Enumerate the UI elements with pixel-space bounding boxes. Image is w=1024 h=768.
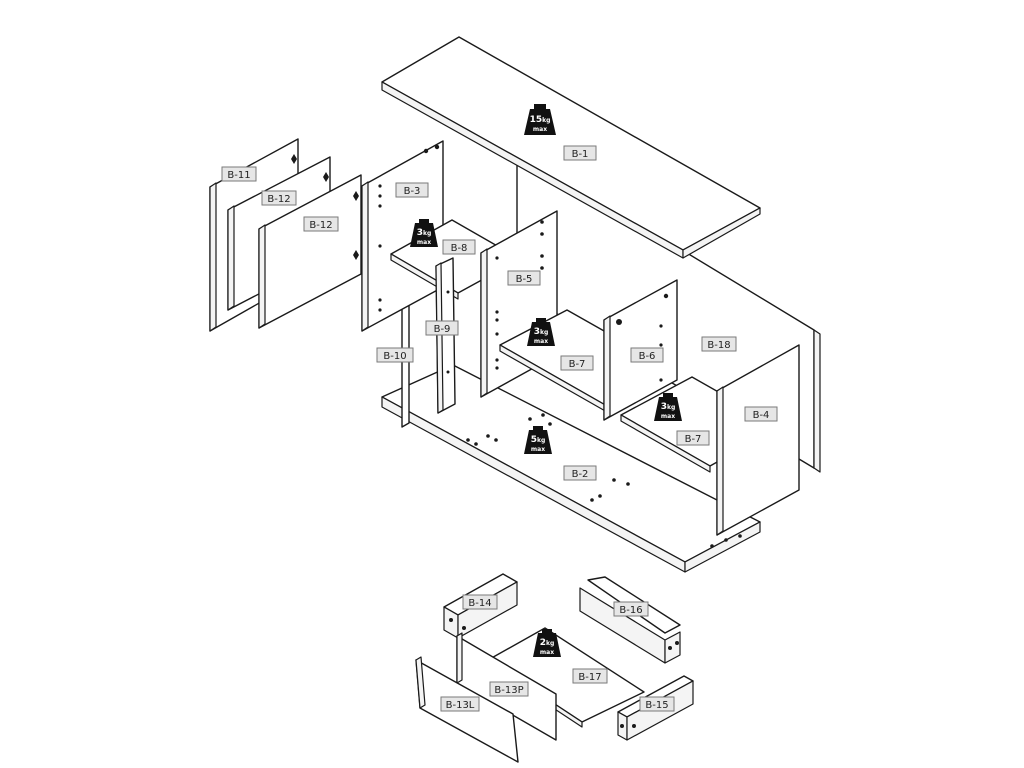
svg-text:max: max: [533, 126, 547, 133]
label-b7-left: B-7: [560, 355, 594, 371]
label-b13l: B-13L: [440, 696, 480, 712]
label-b8: B-8: [442, 239, 476, 255]
weight-limit-shelf-b7b-icon: 3kg max: [654, 393, 682, 421]
label-b14: B-14: [462, 594, 498, 610]
label-b11: B-11: [221, 166, 257, 182]
part-b4-right-side: [716, 344, 800, 536]
label-b16: B-16: [613, 601, 649, 617]
weight-limit-shelf-b7a-icon: 3kg max: [527, 318, 555, 346]
svg-text:max: max: [661, 413, 675, 420]
svg-text:max: max: [534, 338, 548, 345]
label-b10: B-10: [376, 347, 414, 363]
weight-limit-shelf-b8-icon: 3kg max: [410, 219, 438, 247]
svg-text:B-11: B-11: [227, 170, 250, 181]
label-b9: B-9: [425, 320, 459, 336]
svg-text:15kg: 15kg: [530, 115, 551, 125]
svg-text:max: max: [540, 649, 554, 656]
part-b12-door-b: [258, 174, 362, 329]
svg-text:5kg: 5kg: [531, 435, 546, 445]
label-b13p: B-13P: [489, 681, 529, 697]
svg-text:2kg: 2kg: [540, 638, 555, 648]
svg-text:B-13L: B-13L: [446, 700, 475, 711]
weight-limit-bottom-icon: 5kg max: [524, 426, 552, 454]
svg-text:B-6: B-6: [639, 351, 656, 362]
label-b6: B-6: [630, 347, 664, 363]
label-b1: B-1: [563, 145, 597, 161]
svg-text:3kg: 3kg: [534, 327, 549, 337]
svg-text:B-17: B-17: [578, 672, 601, 683]
svg-text:B-14: B-14: [468, 598, 491, 609]
label-b2: B-2: [563, 465, 597, 481]
label-b15: B-15: [639, 696, 675, 712]
weight-limit-drawer-icon: 2kg max: [533, 629, 561, 657]
svg-text:B-7: B-7: [685, 434, 702, 445]
label-b5: B-5: [507, 270, 541, 286]
svg-text:3kg: 3kg: [661, 402, 676, 412]
svg-text:3kg: 3kg: [417, 228, 432, 238]
svg-text:B-15: B-15: [645, 700, 668, 711]
part-b16-drawer-side: [579, 576, 681, 664]
svg-text:B-3: B-3: [404, 186, 421, 197]
svg-text:B-12: B-12: [309, 220, 332, 231]
svg-text:B-12: B-12: [267, 194, 290, 205]
svg-text:B-1: B-1: [572, 149, 589, 160]
svg-text:B-18: B-18: [707, 340, 730, 351]
svg-text:max: max: [417, 239, 431, 246]
svg-text:B-8: B-8: [451, 243, 468, 254]
label-b12-b: B-12: [303, 216, 339, 232]
svg-text:B-5: B-5: [516, 274, 533, 285]
weight-limit-top-icon: 15kg max: [524, 104, 556, 135]
svg-text:B-4: B-4: [753, 410, 770, 421]
svg-text:B-2: B-2: [572, 469, 589, 480]
label-b17: B-17: [572, 668, 608, 684]
label-b3: B-3: [395, 182, 429, 198]
label-b18: B-18: [701, 336, 737, 352]
svg-text:B-10: B-10: [383, 351, 406, 362]
svg-text:B-9: B-9: [434, 324, 451, 335]
part-b2-bottom-panel: [381, 364, 761, 573]
part-b1-top-panel: [381, 36, 761, 259]
label-b7-right: B-7: [676, 430, 710, 446]
svg-text:max: max: [531, 446, 545, 453]
svg-text:B-7: B-7: [569, 359, 586, 370]
svg-text:B-13P: B-13P: [494, 685, 523, 696]
label-b12-a: B-12: [261, 190, 297, 206]
bottom-panel-holes: [466, 413, 742, 548]
label-b4: B-4: [744, 406, 778, 422]
svg-text:B-16: B-16: [619, 605, 642, 616]
